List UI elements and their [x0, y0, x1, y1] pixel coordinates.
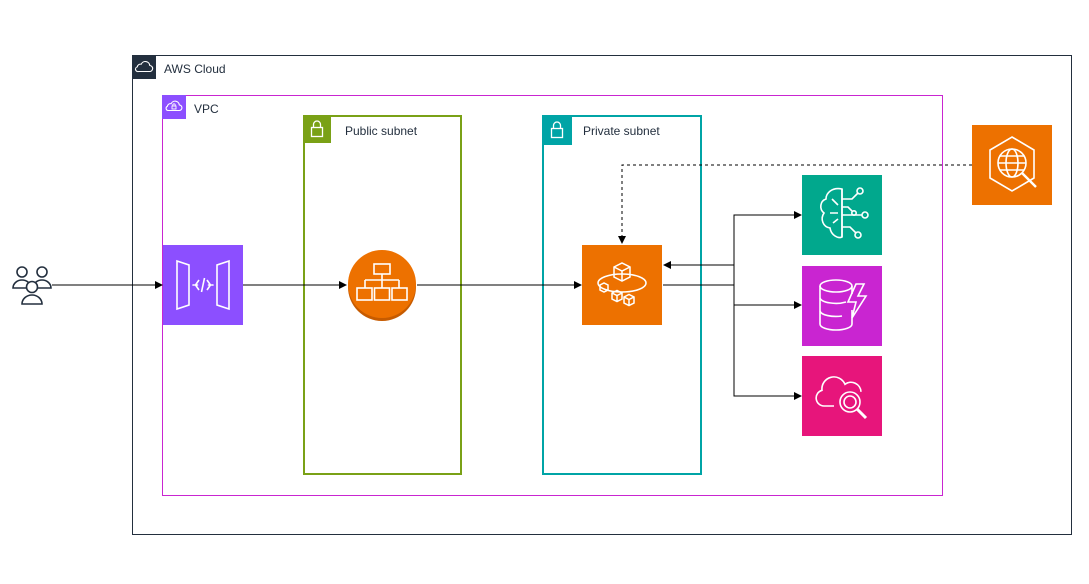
private-subnet-header [542, 115, 572, 145]
arrow-fargate-to-bedrock [663, 211, 802, 286]
bedrock-icon [820, 187, 869, 239]
load-balancer-icon [348, 250, 416, 321]
database-icon [819, 279, 868, 331]
external-service-tile[interactable] [972, 125, 1052, 205]
vpc-group [162, 95, 943, 496]
arrow-external-to-fargate [618, 164, 972, 244]
vpc-cloud-icon [165, 100, 183, 112]
private-subnet-group [542, 115, 702, 475]
database-tile[interactable] [802, 266, 882, 346]
public-subnet-header [303, 115, 331, 143]
lock-icon [550, 121, 564, 139]
fargate-tile[interactable] [582, 245, 662, 325]
api-gateway-icon [176, 259, 230, 311]
cloudwatch-tile[interactable] [802, 356, 882, 436]
cloud-search-icon [815, 376, 868, 420]
arrow-fargate-to-cloudwatch [733, 305, 802, 400]
users-icon [12, 266, 52, 305]
api-gateway-tile[interactable] [163, 245, 243, 325]
cloud-icon [135, 60, 154, 73]
users-node [11, 263, 53, 307]
aws-cloud-label: AWS Cloud [164, 62, 226, 76]
lock-icon [310, 120, 324, 138]
aws-cloud-group [132, 55, 1072, 535]
vpc-header [162, 95, 186, 119]
vpc-label: VPC [194, 102, 219, 116]
public-subnet-group [303, 115, 462, 475]
public-subnet-label: Public subnet [345, 124, 418, 138]
aws-cloud-header [132, 55, 156, 79]
globe-service-icon [989, 136, 1037, 192]
private-subnet-label: Private subnet [583, 124, 660, 138]
arrow-fargate-to-database [733, 285, 802, 309]
fargate-icon [597, 262, 647, 307]
bedrock-tile[interactable] [802, 175, 882, 255]
load-balancer-node[interactable] [347, 250, 417, 322]
